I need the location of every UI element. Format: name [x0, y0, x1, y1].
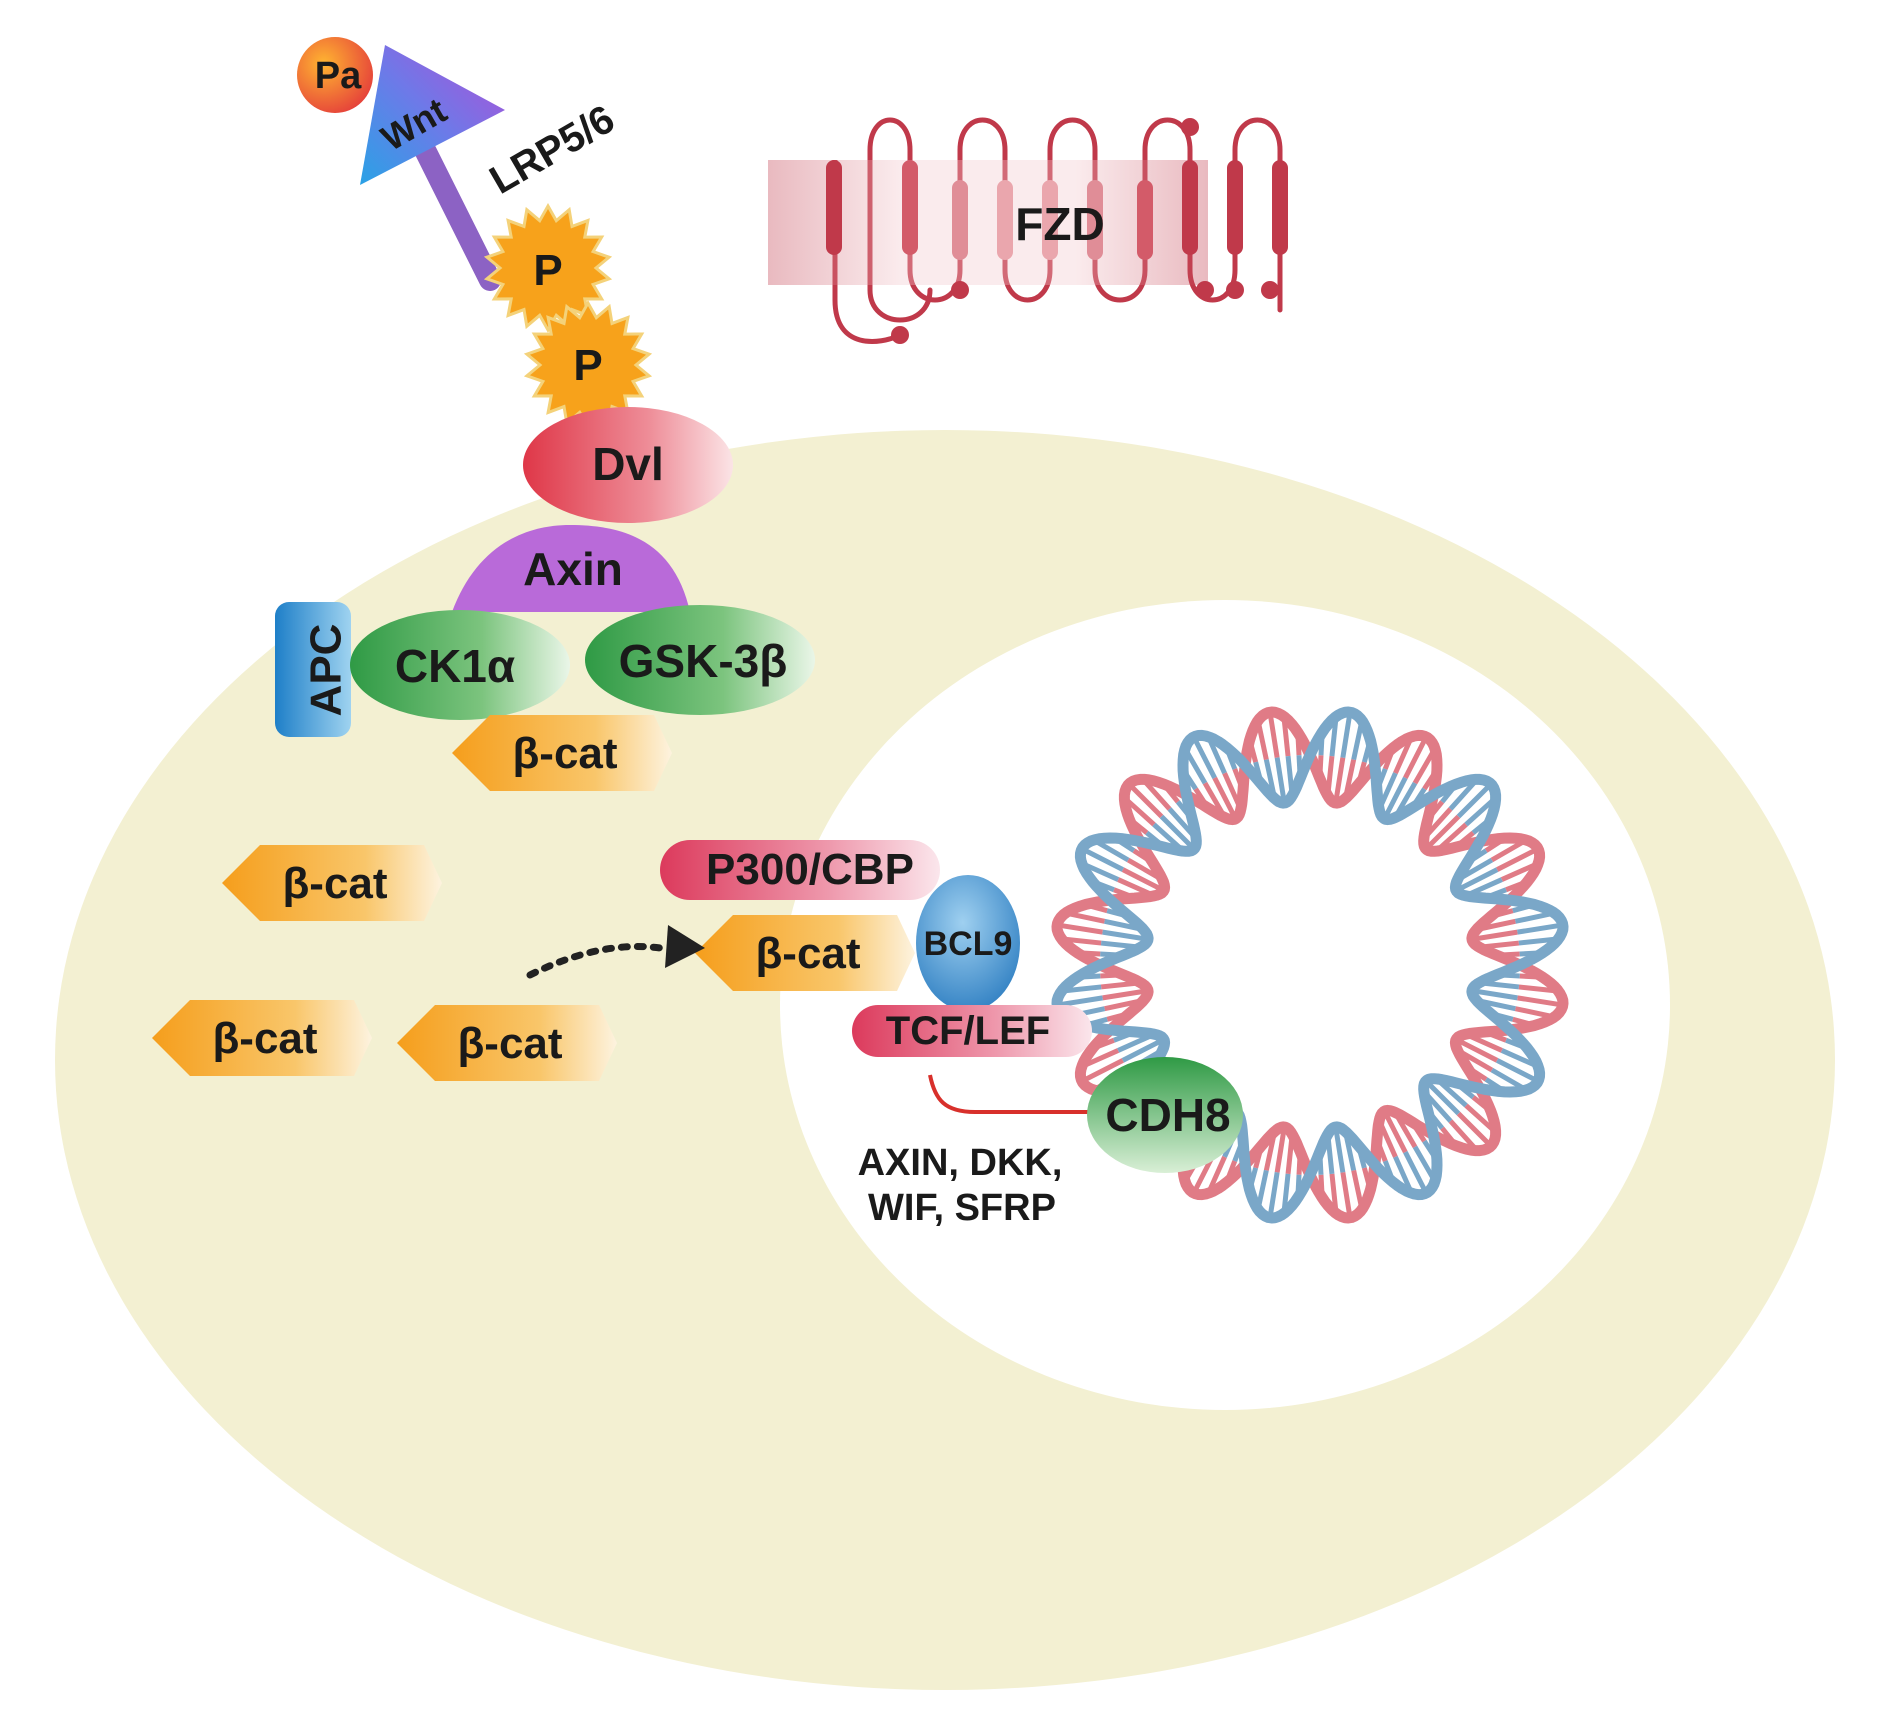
- dna-rung: [1424, 814, 1461, 851]
- dna-rung: [1267, 1172, 1280, 1219]
- dna-rung: [1340, 711, 1353, 758]
- dna-rung: [1456, 782, 1493, 819]
- pa-label: Pa: [315, 55, 362, 97]
- dna-rung: [1267, 711, 1280, 758]
- dna-rung: [1056, 922, 1103, 935]
- bcat-free-1-label: β-cat: [282, 859, 387, 908]
- dna-rung: [1191, 735, 1217, 780]
- dna-rung: [1517, 995, 1564, 1008]
- fzd-receptor: FZD: [768, 117, 1288, 345]
- dna-rung: [1127, 782, 1164, 819]
- pa-circle: [297, 37, 373, 113]
- dna-rung: [1454, 1037, 1499, 1063]
- nucleus: [780, 600, 1670, 1410]
- dna-rung: [1121, 867, 1166, 893]
- dna-rung: [1424, 1079, 1461, 1116]
- bcat-free-2: [152, 1000, 372, 1076]
- bcl9-label: BCL9: [924, 925, 1013, 963]
- dna-rung: [1212, 776, 1238, 821]
- axin-node: [452, 525, 690, 612]
- bcat-shape: [452, 715, 672, 791]
- bcat-free-2-label: β-cat: [212, 1014, 317, 1063]
- dvl-node: [523, 407, 733, 523]
- p300-node: [660, 840, 940, 900]
- apc-label: APC: [302, 624, 351, 717]
- cdh8-node: [1087, 1057, 1243, 1173]
- dvl-label: Dvl: [592, 438, 664, 490]
- dna-rung: [1495, 846, 1540, 872]
- dna-rung: [1340, 1172, 1353, 1219]
- dna-rung: [1080, 846, 1125, 872]
- tcf-node: [852, 1005, 1092, 1057]
- dna-rung: [1471, 988, 1518, 1001]
- dna-rung: [1080, 1058, 1125, 1084]
- fzd-label: FZD: [1015, 198, 1104, 250]
- dna-rung: [1403, 1150, 1429, 1195]
- bcat-shape: [152, 1000, 372, 1076]
- cdh8-label: CDH8: [1105, 1089, 1230, 1141]
- bcat-complex: [452, 715, 672, 791]
- bcat-complex-label: β-cat: [512, 729, 617, 778]
- bcat-free-3-label: β-cat: [457, 1019, 562, 1068]
- dna-rung: [1382, 1109, 1408, 1154]
- gsk-label: GSK-3β: [619, 635, 788, 687]
- bcl9-node: [916, 875, 1020, 1011]
- dna-rung: [1056, 995, 1103, 1008]
- target-genes-line-1: AXIN, DKK,: [858, 1142, 1063, 1184]
- dna-rung: [1274, 1126, 1287, 1173]
- dna-rung: [1102, 929, 1149, 942]
- dna-rung: [1456, 1111, 1493, 1148]
- phospho-label-2: P: [573, 341, 602, 390]
- dna-rung: [1333, 1126, 1346, 1173]
- dna-rung: [1471, 929, 1518, 942]
- dna-rung: [1121, 1037, 1166, 1063]
- bcat-nuclear-label: β-cat: [755, 929, 860, 978]
- dna-rung: [1495, 1058, 1540, 1084]
- dna-rung: [1102, 988, 1149, 1001]
- target-genes-line-2: WIF, SFRP: [868, 1187, 1056, 1229]
- translocation-arrow: [526, 943, 664, 979]
- dna-helix: [1051, 706, 1569, 1224]
- dna-rung: [1274, 757, 1287, 804]
- dna-rung: [1382, 776, 1408, 821]
- tcf-label: TCF/LEF: [886, 1009, 1050, 1053]
- dna-strand-blue: [1051, 706, 1569, 1224]
- bcat-shape: [695, 915, 915, 991]
- dna-rung: [1159, 814, 1196, 851]
- translocation-arrowhead: [665, 925, 705, 968]
- lrp-rod: [414, 139, 501, 291]
- bcat-shape: [222, 845, 442, 921]
- axin-label: Axin: [523, 543, 623, 595]
- dna-rung: [1517, 922, 1564, 935]
- phospho-label-1: P: [533, 246, 562, 295]
- bcat-free-1: [222, 845, 442, 921]
- ck1-label: CK1α: [395, 640, 515, 692]
- p300-label: P300/CBP: [706, 845, 914, 894]
- ck1-node: [350, 610, 570, 720]
- phospho-star-1: [483, 202, 613, 334]
- apc-node: [275, 602, 351, 737]
- bcat-free-3: [397, 1005, 617, 1081]
- inhibition-line: [928, 1074, 1095, 1114]
- bcat-shape: [397, 1005, 617, 1081]
- dna-rung: [1333, 757, 1346, 804]
- dna-rung: [1454, 867, 1499, 893]
- bcat-nuclear: [695, 915, 915, 991]
- dna-rung: [1403, 735, 1429, 780]
- lrp-label: LRP5/6: [483, 97, 622, 203]
- wnt-ligand: [360, 45, 505, 185]
- gsk-node: [585, 605, 815, 715]
